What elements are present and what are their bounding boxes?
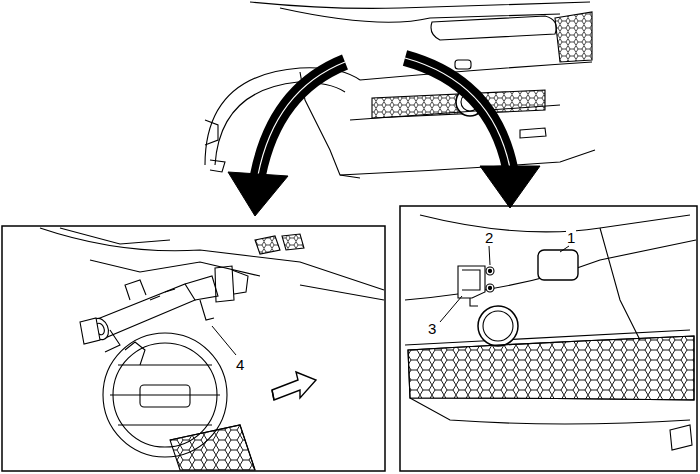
car-front-overview — [340, 150, 595, 175]
callout-number: 4 — [235, 357, 245, 372]
leader-line — [440, 296, 462, 322]
right-detail-inset — [408, 336, 694, 400]
view-arrow — [258, 62, 345, 175]
car-front-overview — [350, 105, 560, 120]
right-detail-inset — [488, 286, 491, 289]
callout-number: 3 — [427, 321, 437, 336]
left-detail-inset — [232, 270, 248, 294]
left-detail-inset — [272, 390, 274, 400]
car-front-overview — [205, 2, 595, 178]
leader-line — [212, 326, 236, 355]
right-detail-inset — [483, 311, 513, 341]
left-detail-inset — [185, 276, 218, 300]
car-front-overview — [520, 128, 546, 138]
right-detail-inset — [600, 228, 640, 340]
callout-holder: 1 — [566, 229, 576, 247]
left-detail-inset — [60, 228, 170, 244]
view-arrow — [258, 62, 345, 175]
left-detail-inset — [125, 342, 145, 365]
right-detail-inset — [670, 425, 692, 450]
view-arrow — [228, 58, 540, 216]
car-front-overview — [555, 12, 592, 62]
car-front-overview — [360, 62, 592, 80]
right-detail-inset — [405, 240, 696, 300]
right-detail-inset — [486, 284, 494, 292]
right-detail-inset — [486, 267, 494, 275]
left-detail-inset — [300, 285, 384, 300]
callout-number: 1 — [566, 230, 576, 245]
view-arrow — [405, 58, 510, 168]
left-detail-inset — [282, 234, 304, 250]
car-front-overview — [205, 120, 218, 145]
right-detail-inset — [488, 269, 491, 272]
car-front-overview — [455, 60, 471, 69]
left-detail-inset — [272, 372, 316, 400]
right-detail-inset — [400, 206, 697, 471]
view-arrow — [228, 172, 288, 216]
left-detail-inset — [140, 385, 190, 407]
left-detail-inset — [110, 365, 220, 425]
left-detail-inset — [2, 226, 385, 471]
leader-line — [489, 246, 490, 265]
car-front-overview — [210, 160, 225, 172]
left-detail-inset — [170, 425, 255, 470]
right-detail-inset — [470, 298, 478, 306]
view-arrow — [405, 58, 510, 168]
left-detail-inset — [105, 330, 120, 352]
right-detail-inset — [538, 250, 578, 280]
car-front-overview — [431, 16, 556, 40]
right-detail-inset — [478, 306, 518, 346]
left-detail-inset — [125, 280, 146, 300]
left-detail-inset — [215, 266, 234, 302]
left-detail-inset — [200, 300, 214, 320]
view-arrow — [480, 166, 540, 208]
callout-holder: 3 — [427, 320, 437, 338]
left-detail-inset — [170, 425, 255, 470]
left-detail-inset — [255, 236, 280, 254]
car-front-overview — [250, 2, 590, 8]
car-front-overview — [280, 8, 560, 22]
left-detail-inset — [80, 318, 100, 344]
callout-number: 2 — [484, 230, 494, 245]
left-detail-inset — [90, 260, 260, 276]
leader-line — [212, 246, 569, 355]
left-detail-inset — [40, 228, 384, 290]
callout-holder: 2 — [484, 229, 494, 247]
left-detail-inset — [2, 226, 385, 471]
right-detail-inset — [462, 270, 480, 290]
right-detail-inset — [410, 398, 690, 424]
right-detail-inset — [408, 336, 694, 400]
callout-holder: 4 — [235, 356, 245, 374]
left-detail-inset — [150, 289, 175, 300]
right-detail-inset — [400, 206, 697, 471]
leader-line — [560, 246, 569, 252]
right-detail-inset — [420, 215, 690, 232]
right-detail-inset — [458, 266, 485, 298]
